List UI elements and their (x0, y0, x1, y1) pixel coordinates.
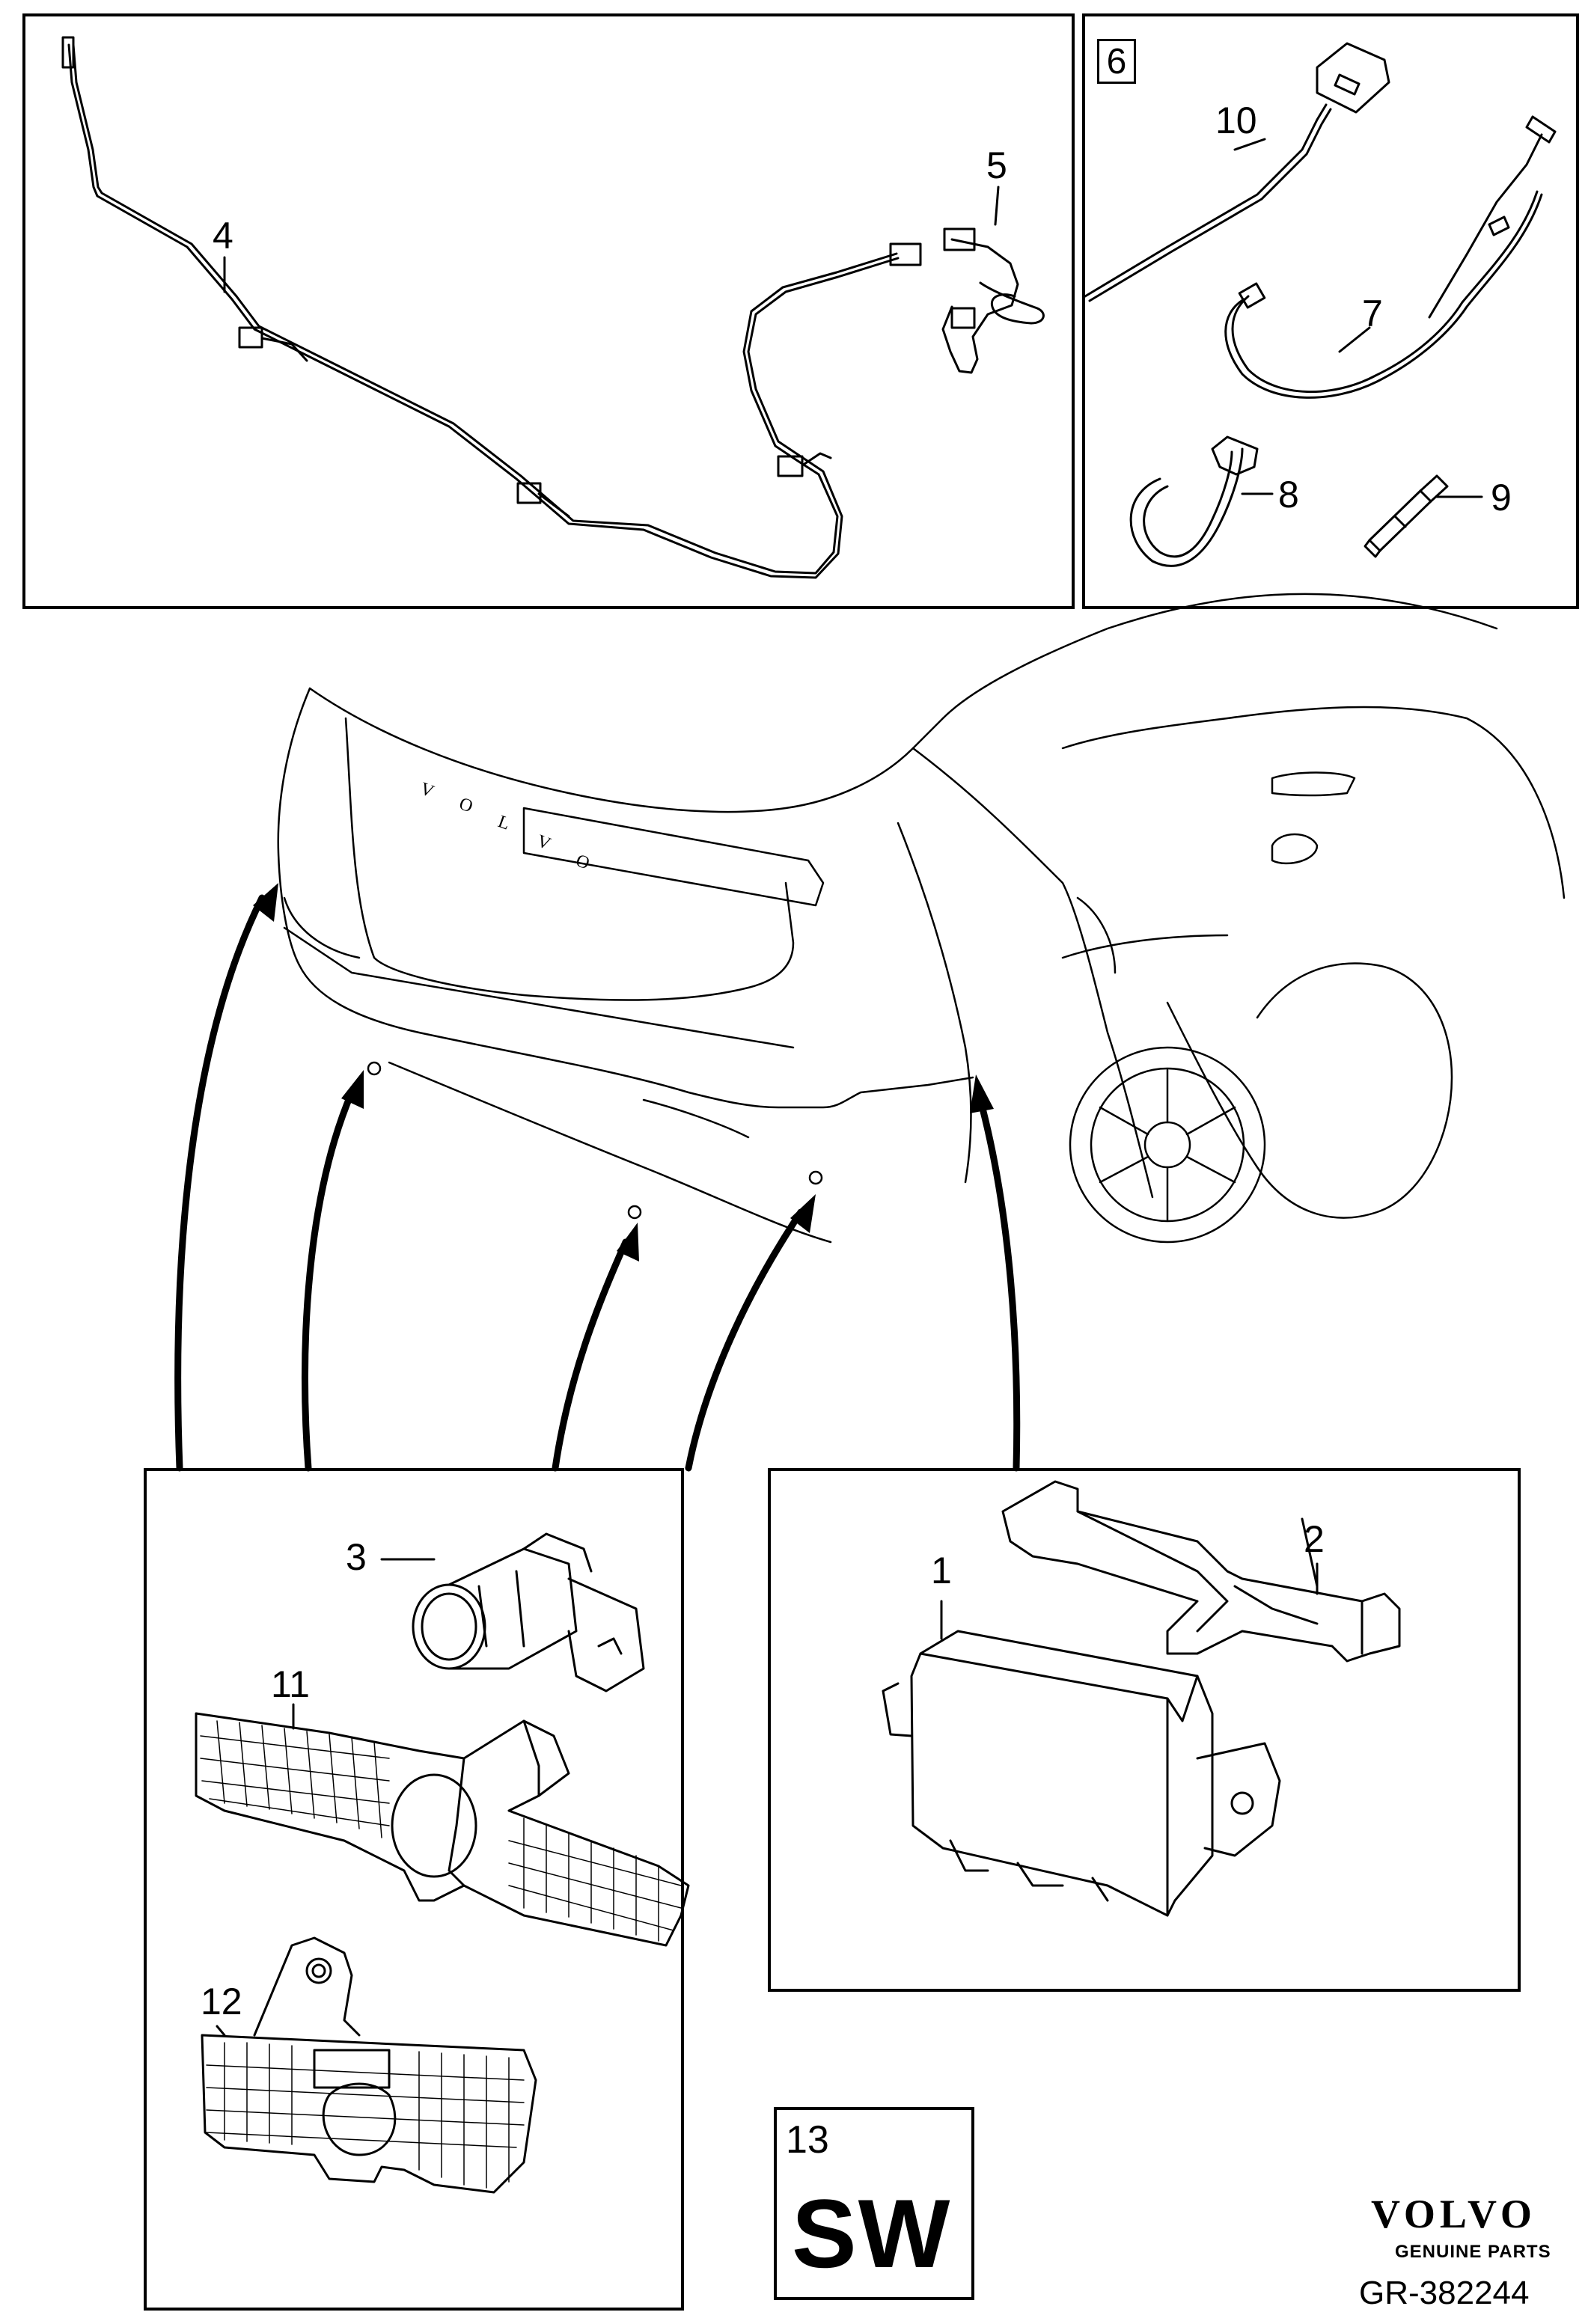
leader-lines (223, 186, 1319, 1595)
callout-12: 12 (201, 1981, 242, 2022)
cable-kit-drawing (1084, 42, 1557, 567)
bracket-12-drawing (201, 1936, 537, 2194)
reference-number: GR-382244 (1359, 2275, 1530, 2311)
callout-6: 6 (1097, 39, 1136, 84)
harness-drawing (61, 36, 1045, 579)
svg-text:L: L (495, 812, 513, 834)
bracket-11-drawing (195, 1703, 690, 1947)
callout-8: 8 (1278, 474, 1299, 516)
svg-text:V: V (534, 831, 554, 854)
callout-3: 3 (346, 1536, 367, 1578)
sensor-panel (144, 1468, 684, 2311)
svg-text:O: O (456, 794, 475, 816)
mounting-bracket-drawing (1001, 1480, 1401, 1663)
callout-2: 2 (1304, 1518, 1325, 1560)
software-box: 13 SW (774, 2107, 974, 2300)
svg-text:V: V (418, 779, 437, 802)
callout-1: 1 (931, 1550, 952, 1591)
callout-13: 13 (786, 2118, 829, 2162)
control-module-panel (768, 1468, 1521, 1992)
callout-5: 5 (986, 144, 1007, 186)
sensor-drawing (380, 1532, 645, 1692)
pointer-arrows (174, 894, 1021, 1472)
callout-10: 10 (1215, 100, 1257, 141)
wiring-harness-panel (22, 13, 1075, 609)
arrow-heads (253, 883, 994, 1262)
callout-7: 7 (1362, 293, 1383, 334)
callout-11: 11 (271, 1663, 310, 1705)
brand-logo: VOLVO (1371, 2192, 1536, 2236)
svg-text:O: O (573, 851, 592, 873)
control-module-drawing (882, 1600, 1281, 1917)
callout-9: 9 (1491, 477, 1512, 519)
brand-tagline: GENUINE PARTS (1395, 2242, 1551, 2262)
car-drawing: V O L V O (277, 593, 1566, 1244)
cable-kit-panel (1082, 13, 1579, 609)
software-label: SW (792, 2179, 952, 2288)
callout-4: 4 (213, 215, 233, 257)
